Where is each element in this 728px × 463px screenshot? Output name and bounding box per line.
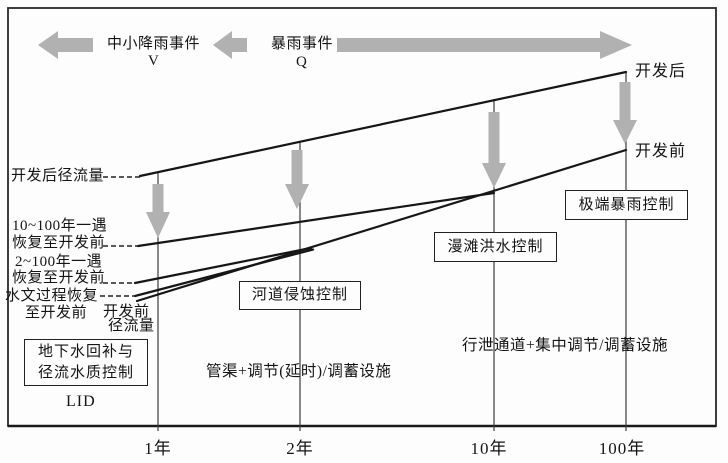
groundwater-quality-control-line2: 径流水质控制 [37, 364, 134, 381]
storm-left-arrow-icon [213, 31, 247, 59]
channel-erosion-control-label: 河道侵蚀控制 [251, 287, 348, 304]
restore-10-100yr-label-line2: 恢复至开发前 [12, 235, 106, 251]
reduction-arrow-2yr-icon [285, 150, 309, 209]
reduction-arrow-100yr-icon [613, 82, 637, 144]
pipe-detention-label: 管渠+调节(延时)/调蓄设施 [206, 363, 392, 380]
post-development-line [138, 70, 628, 178]
conveyance-storage-label: 行泄通道+集中调节/调蓄设施 [462, 337, 669, 354]
flow-symbol-label: Q [296, 54, 308, 70]
storm-events-label: 暴雨事件 [271, 36, 334, 52]
groundwater-quality-control-line1: 地下水回补与 [37, 344, 134, 361]
reduction-arrow-1yr-icon [146, 184, 170, 238]
reduction-arrow-10yr-icon [482, 112, 506, 188]
x-tick-2yr: 2年 [286, 439, 314, 458]
small-rain-left-arrow-icon [38, 31, 93, 59]
pre-dev-runoff-label-line2: 径流量 [108, 318, 155, 334]
restore-10-100yr-label-line1: 10~100年一遇 [12, 218, 108, 234]
hydrologic-restore-label-line1: 水文过程恢复 [5, 288, 99, 304]
extreme-storm-control-box: 极端暴雨控制 [565, 190, 688, 220]
x-tick-1yr: 1年 [144, 439, 172, 458]
restore-2-100yr-label-line1: 2~100年一遇 [15, 254, 103, 270]
hydrologic-restore-label-line2: 至开发前 [25, 305, 88, 321]
small-rain-events-label: 中小降雨事件 [107, 36, 201, 52]
pre-development-label: 开发前 [635, 143, 687, 160]
extreme-storm-control-label: 极端暴雨控制 [578, 196, 675, 213]
storm-right-arrow-icon [337, 31, 632, 59]
channel-erosion-control-box: 河道侵蚀控制 [239, 281, 361, 310]
lid-label: LID [66, 393, 96, 410]
restore-10-100yr-line [136, 191, 496, 248]
hydrologic-restore-line [133, 248, 315, 298]
overbank-flood-control-box: 漫滩洪水控制 [434, 232, 557, 262]
groundwater-quality-control-box: 地下水回补与 径流水质控制 [24, 339, 148, 386]
x-tick-100yr: 100年 [598, 439, 646, 458]
x-tick-10yr: 10年 [470, 439, 508, 458]
pre-dev-runoff-label-line1: 开发前 [103, 304, 150, 320]
post-dev-runoff-label: 开发后径流量 [11, 168, 105, 184]
pre-development-line [135, 148, 628, 303]
post-development-label: 开发后 [635, 63, 687, 80]
volume-symbol-label: V [148, 53, 160, 69]
restore-2-100yr-label-line2: 恢复至开发前 [12, 270, 106, 286]
restore-2-100yr-line [133, 246, 313, 285]
overbank-flood-control-label: 漫滩洪水控制 [447, 238, 544, 255]
